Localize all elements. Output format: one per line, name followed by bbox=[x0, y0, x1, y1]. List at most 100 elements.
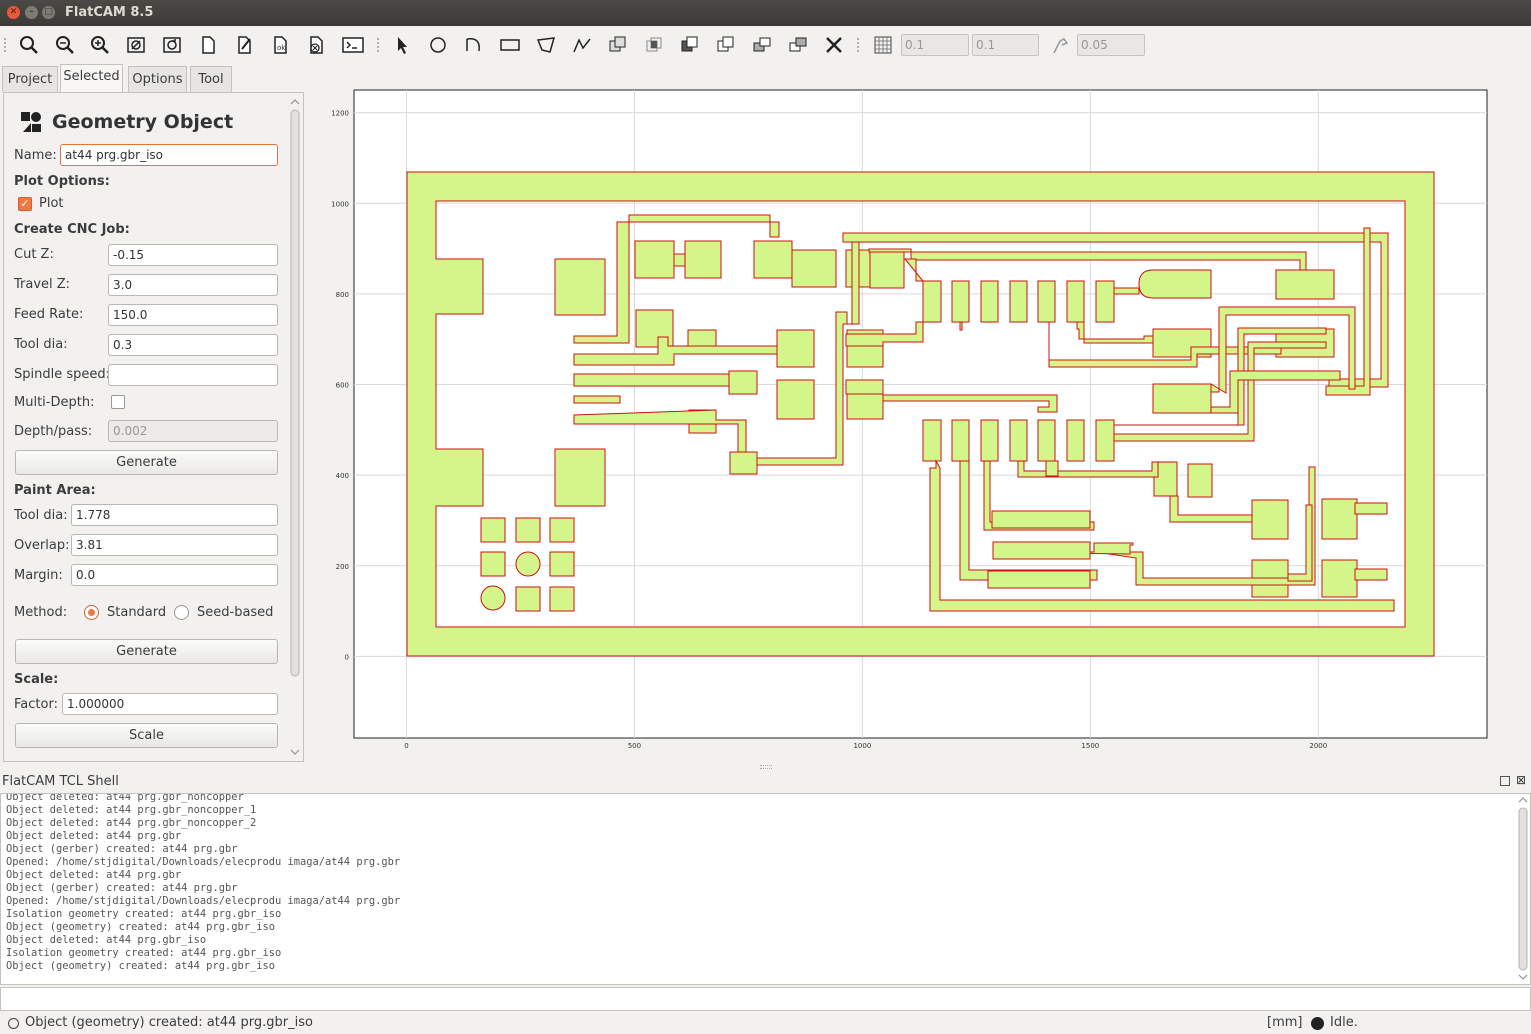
shell-line: Object deleted: at44 prg.gbr_noncopper_2 bbox=[6, 817, 257, 829]
tool-dia-label: Tool dia: bbox=[14, 337, 68, 352]
zoom-fit-icon[interactable] bbox=[17, 33, 41, 57]
union-icon[interactable] bbox=[606, 33, 630, 57]
factor-label: Factor: bbox=[14, 697, 58, 712]
shell-title: FlatCAM TCL Shell bbox=[2, 774, 119, 789]
multi-depth-checkbox[interactable] bbox=[111, 395, 125, 409]
intersection-icon[interactable] bbox=[642, 33, 666, 57]
shell-line: Isolation geometry created: at44 prg.gbr… bbox=[6, 908, 282, 920]
shell-line: Object deleted: at44 prg.gbr bbox=[6, 830, 182, 842]
overlap-input[interactable]: 3.81 bbox=[71, 534, 278, 556]
circle-tool-icon[interactable] bbox=[426, 33, 450, 57]
splitter-handle[interactable] bbox=[760, 765, 772, 769]
status-bar: Object (geometry) created: at44 prg.gbr_… bbox=[0, 1012, 1531, 1034]
generate-cnc-button[interactable]: Generate bbox=[15, 450, 278, 475]
name-input[interactable]: at44 prg.gbr_iso bbox=[60, 144, 278, 166]
method-seed-radio[interactable] bbox=[174, 605, 189, 620]
x-tick-label: 0 bbox=[404, 742, 408, 750]
feed-rate-label: Feed Rate: bbox=[14, 307, 84, 322]
minimize-window-icon[interactable]: – bbox=[25, 6, 38, 19]
x-tick-label: 1000 bbox=[853, 742, 871, 750]
margin-input[interactable]: 0.0 bbox=[71, 564, 278, 586]
grid-snap-icon[interactable] bbox=[871, 33, 895, 57]
tab-project[interactable]: Project bbox=[2, 66, 58, 92]
method-standard-label: Standard bbox=[107, 605, 167, 620]
tab-tool[interactable]: Tool bbox=[190, 66, 232, 92]
factor-input[interactable]: 1.000000 bbox=[62, 693, 278, 715]
overlap-label: Overlap: bbox=[14, 538, 70, 553]
clear-plot-icon[interactable] bbox=[124, 33, 148, 57]
delete-object-icon[interactable] bbox=[304, 33, 328, 57]
float-dock-icon[interactable] bbox=[1500, 776, 1510, 786]
close-dock-icon[interactable]: ⊠ bbox=[1516, 773, 1527, 787]
polygon-tool-icon[interactable] bbox=[534, 33, 558, 57]
panel-title: Geometry Object bbox=[52, 111, 234, 133]
zoom-out-icon[interactable] bbox=[53, 33, 77, 57]
shell-line: Object deleted: at44 prg.gbr bbox=[6, 869, 182, 881]
pcb-geometry bbox=[406, 171, 1435, 657]
units-label: [mm] bbox=[1267, 1015, 1303, 1030]
rectangle-tool-icon[interactable] bbox=[498, 33, 522, 57]
method-standard-radio[interactable] bbox=[84, 605, 99, 620]
method-seed-label: Seed-based bbox=[197, 605, 274, 620]
move-shape-icon[interactable] bbox=[786, 33, 810, 57]
select-arrow-icon[interactable] bbox=[390, 33, 414, 57]
tab-options[interactable]: Options bbox=[128, 66, 187, 92]
name-label: Name: bbox=[14, 148, 57, 163]
shell-line: Object deleted: at44 prg.gbr_noncopper bbox=[6, 793, 244, 803]
y-tick-label: 800 bbox=[336, 291, 349, 299]
arc-tool-icon[interactable] bbox=[462, 33, 486, 57]
edit-geometry-icon[interactable] bbox=[232, 33, 256, 57]
travel-z-input[interactable]: 3.0 bbox=[108, 274, 278, 296]
snap-corner-icon[interactable] bbox=[1048, 33, 1072, 57]
maximize-window-icon[interactable]: □ bbox=[42, 6, 55, 19]
cut-z-input[interactable]: -0.15 bbox=[108, 244, 278, 266]
y-tick-label: 1200 bbox=[331, 110, 349, 118]
x-tick-label: 500 bbox=[628, 742, 641, 750]
shell-line: Opened: /home/stjdigital/Downloads/elecp… bbox=[6, 856, 401, 868]
shell-line: Object (gerber) created: at44 prg.gbr bbox=[6, 882, 238, 894]
plot-checkbox[interactable]: ✓ bbox=[18, 197, 32, 211]
cut-path-icon[interactable] bbox=[714, 33, 738, 57]
tab-selected[interactable]: Selected bbox=[60, 64, 123, 92]
replot-icon[interactable] bbox=[160, 33, 184, 57]
panel-scrollbar[interactable] bbox=[289, 98, 301, 758]
shell-icon[interactable] bbox=[341, 33, 365, 57]
close-window-icon[interactable]: ✕ bbox=[7, 6, 20, 19]
spindle-speed-label: Spindle speed: bbox=[14, 367, 111, 382]
copy-shape-icon[interactable] bbox=[750, 33, 774, 57]
paint-area-heading: Paint Area: bbox=[14, 483, 96, 498]
snap-max-field[interactable]: 0.05 bbox=[1077, 34, 1145, 56]
status-message: Object (geometry) created: at44 prg.gbr_… bbox=[25, 1015, 313, 1030]
scale-heading: Scale: bbox=[14, 672, 59, 687]
subtraction-icon[interactable] bbox=[678, 33, 702, 57]
window-title: FlatCAM 8.5 bbox=[65, 5, 154, 20]
shell-header: FlatCAM TCL Shell ⊠ bbox=[0, 773, 1531, 793]
delete-shape-icon[interactable] bbox=[822, 33, 846, 57]
shell-scrollbar[interactable] bbox=[1517, 794, 1529, 984]
scale-button[interactable]: Scale bbox=[15, 723, 278, 748]
path-tool-icon[interactable] bbox=[570, 33, 594, 57]
tool-dia-input[interactable]: 0.3 bbox=[108, 334, 278, 356]
update-geometry-icon[interactable]: ok bbox=[268, 33, 292, 57]
geometry-object-panel: Geometry Object Name: at44 prg.gbr_iso P… bbox=[3, 92, 304, 762]
y-tick-label: 1000 bbox=[331, 200, 349, 208]
y-tick-label: 200 bbox=[336, 563, 349, 571]
zoom-in-icon[interactable] bbox=[88, 33, 112, 57]
new-geometry-icon[interactable] bbox=[196, 33, 220, 57]
paint-tool-dia-label: Tool dia: bbox=[14, 508, 68, 523]
shell-line: Opened: /home/stjdigital/Downloads/elecp… bbox=[6, 895, 401, 907]
spindle-speed-input[interactable] bbox=[108, 364, 278, 386]
y-tick-label: 600 bbox=[336, 382, 349, 390]
grid-x-field[interactable]: 0.1 bbox=[901, 34, 969, 56]
generate-paint-button[interactable]: Generate bbox=[15, 639, 278, 664]
depth-pass-input[interactable]: 0.002 bbox=[108, 420, 278, 442]
shell-input[interactable] bbox=[0, 987, 1531, 1011]
feed-rate-input[interactable]: 150.0 bbox=[108, 304, 278, 326]
paint-tool-dia-input[interactable]: 1.778 bbox=[71, 504, 278, 526]
shell-line: Isolation geometry created: at44 prg.gbr… bbox=[6, 947, 282, 959]
grid-y-field[interactable]: 0.1 bbox=[972, 34, 1039, 56]
